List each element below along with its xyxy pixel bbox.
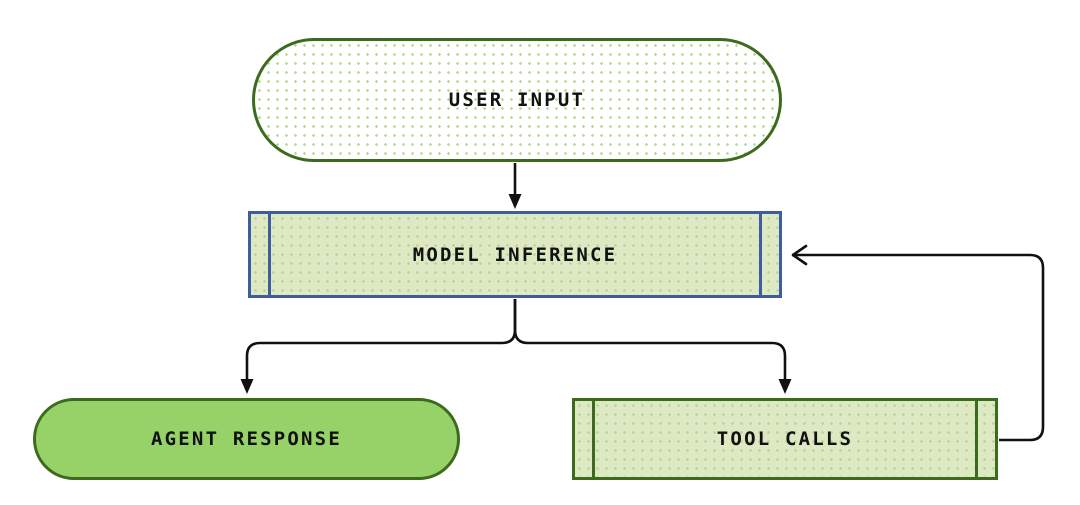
node-agent-response[interactable]: AGENT RESPONSE bbox=[33, 398, 460, 480]
edge-model-inference-to-agent-response bbox=[240, 299, 517, 394]
node-tool-calls[interactable]: TOOL CALLS bbox=[572, 398, 998, 480]
node-agent-response-label: AGENT RESPONSE bbox=[151, 428, 342, 450]
subroutine-bar-right bbox=[975, 401, 978, 477]
subroutine-bar-left bbox=[592, 401, 595, 477]
node-model-inference-label: MODEL INFERENCE bbox=[412, 243, 618, 266]
edge-model-inference-to-tool-calls bbox=[513, 299, 792, 394]
node-user-input-label: USER INPUT bbox=[448, 89, 586, 111]
subroutine-bar-right bbox=[759, 214, 762, 295]
subroutine-bar-left bbox=[268, 214, 271, 295]
node-tool-calls-label: TOOL CALLS bbox=[716, 428, 854, 450]
node-model-inference[interactable]: MODEL INFERENCE bbox=[248, 211, 782, 298]
edge-user-input-to-model-inference bbox=[508, 163, 522, 209]
node-user-input[interactable]: USER INPUT bbox=[252, 38, 782, 162]
